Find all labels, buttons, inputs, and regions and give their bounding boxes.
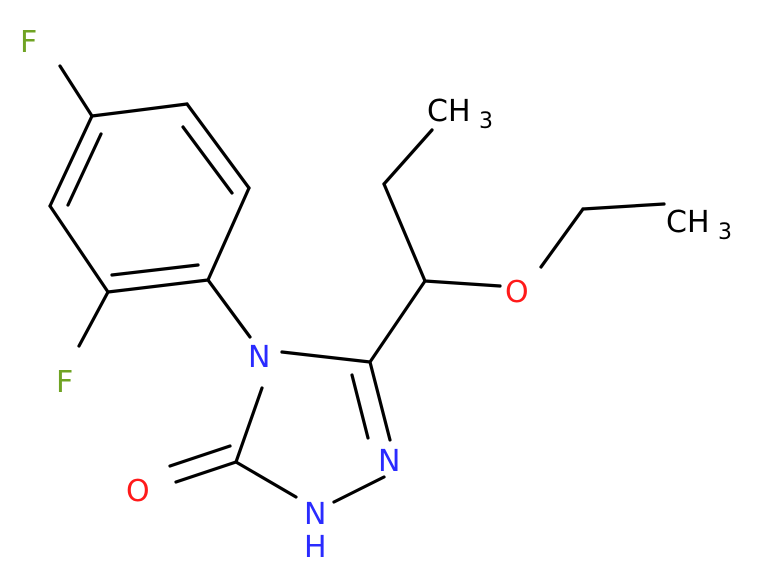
methyl-right-label: CH (666, 205, 710, 240)
bond-c-n4 (206, 278, 252, 339)
bond (350, 373, 370, 440)
atom-o-carbonyl: O (126, 474, 150, 509)
bond (368, 279, 427, 364)
atom-f-left: F (56, 365, 73, 400)
bond-c-o-double (174, 460, 238, 484)
atom-n2: N (378, 444, 400, 479)
bond (332, 475, 386, 504)
bond (368, 360, 392, 442)
bond (106, 278, 210, 294)
atom-h-on-n1: H (304, 530, 327, 565)
atom-n1: N (304, 497, 326, 532)
atom-f-top: F (20, 25, 37, 60)
bond (185, 102, 251, 190)
bond (539, 207, 585, 269)
bond (423, 279, 502, 288)
methyl-top-label: CH (427, 94, 471, 129)
methyl-top-subscript: 3 (479, 109, 493, 134)
atom-o-ether: O (505, 275, 529, 310)
bond (382, 128, 434, 186)
bond (181, 125, 234, 195)
methyl-right-subscript: 3 (718, 220, 732, 245)
bond (66, 132, 103, 207)
atom-n4: N (248, 340, 270, 375)
bond (234, 386, 264, 464)
bond-c-o-double (168, 444, 232, 468)
bond (234, 460, 298, 499)
bond-c-f-top (58, 64, 94, 118)
bond (581, 202, 666, 211)
bond (48, 114, 94, 208)
bond-c-f-left (77, 290, 110, 348)
bond (206, 186, 251, 282)
bond (110, 263, 200, 277)
bond (280, 350, 372, 364)
bond (382, 182, 427, 283)
phenyl-ring (48, 102, 251, 294)
bond (90, 102, 189, 118)
bond (48, 204, 110, 294)
triazolone-ring (234, 350, 392, 504)
